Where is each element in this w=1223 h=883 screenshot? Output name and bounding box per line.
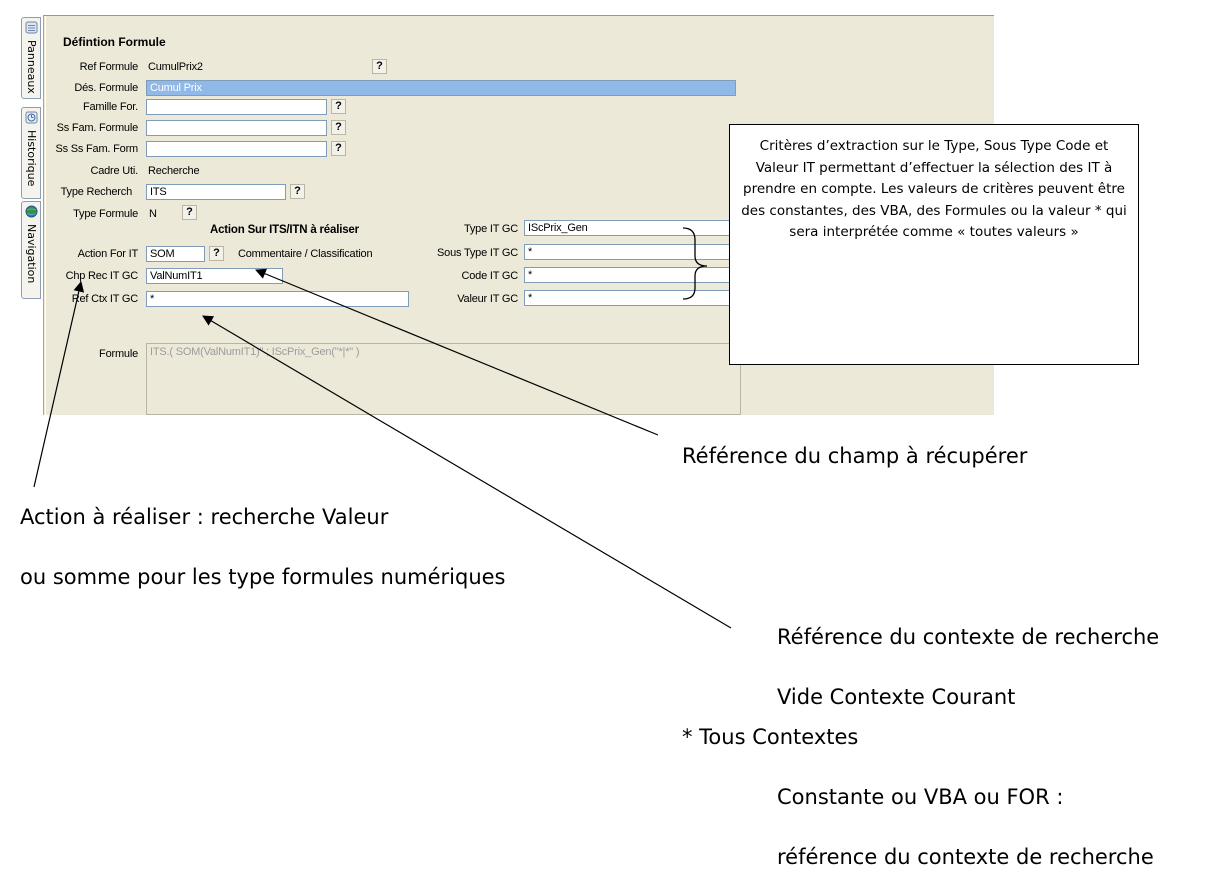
annotation-ctx-line1: Référence du contexte de recherche — [777, 625, 1160, 649]
chp-rec-label: Chp Rec IT GC — [65, 270, 139, 282]
action-for-help-button[interactable]: ? — [209, 246, 224, 261]
annotation-action-line2: ou somme pour les type formules numériqu… — [20, 565, 506, 589]
ss-fam-input[interactable] — [146, 120, 327, 136]
des-formule-label: Dés. Formule — [74, 82, 138, 94]
tab-panneaux[interactable]: Panneaux — [21, 17, 41, 99]
panels-icon — [25, 21, 38, 34]
ss-ss-fam-help-button[interactable]: ? — [331, 141, 346, 156]
globe-icon — [25, 205, 38, 218]
annotation-ctx-line2: Vide Contexte Courant — [777, 685, 1016, 709]
annotation-ctx-line4: Constante ou VBA ou FOR : — [777, 785, 1064, 809]
famille-label: Famille For. — [82, 101, 138, 113]
tab-navigation[interactable]: Navigation — [21, 201, 41, 299]
criteria-brace — [682, 227, 708, 300]
ss-ss-fam-input[interactable] — [146, 141, 327, 157]
cadre-value: Recherche — [148, 165, 200, 177]
chp-rec-input[interactable]: ValNumIT1 — [146, 268, 283, 284]
valeur-it-input[interactable]: * — [524, 290, 749, 306]
history-icon — [25, 111, 38, 124]
annotation-ref-champ: Référence du champ à récupérer — [682, 444, 1028, 468]
type-recherch-input[interactable]: ITS — [146, 184, 286, 200]
type-recherch-help-button[interactable]: ? — [290, 184, 305, 199]
criteria-callout-box: Critères d’extraction sur le Type, Sous … — [729, 124, 1139, 365]
tab-historique[interactable]: Historique — [21, 107, 41, 199]
annotation-ctx-line3: * Tous Contextes — [682, 725, 859, 749]
ss-fam-help-button[interactable]: ? — [331, 120, 346, 135]
tab-historique-label: Historique — [25, 130, 38, 187]
arrow-ref-champ — [255, 268, 659, 436]
ref-formule-help-button[interactable]: ? — [372, 59, 387, 74]
ss-ss-fam-label: Ss Ss Fam. Form — [55, 143, 138, 155]
action-for-label: Action For IT — [77, 248, 139, 260]
type-formule-value: N — [149, 208, 157, 220]
code-it-label: Code IT GC — [461, 270, 519, 282]
side-tab-bar: Panneaux Historique Navigation — [20, 15, 44, 415]
arrow-action — [33, 280, 85, 488]
arrow-ref-ctx — [202, 315, 732, 629]
valeur-it-label: Valeur IT GC — [457, 293, 518, 305]
type-formule-help-button[interactable]: ? — [182, 205, 197, 220]
ref-formule-label: Ref Formule — [79, 61, 139, 73]
form-divider — [45, 16, 46, 415]
action-section-title: Action Sur ITS/ITN à réaliser — [210, 224, 359, 236]
commentaire-label: Commentaire / Classification — [238, 248, 373, 260]
ref-ctx-label: Ref Ctx IT GC — [71, 293, 138, 305]
formule-label: Formule — [99, 348, 138, 360]
form-title: Défintion Formule — [63, 35, 166, 49]
ss-fam-label: Ss Fam. Formule — [56, 122, 139, 134]
window-border — [20, 15, 994, 16]
type-it-label: Type IT GC — [463, 223, 518, 235]
ref-formule-value: CumulPrix2 — [148, 61, 203, 73]
annotation-action-line1: Action à réaliser : recherche Valeur — [20, 505, 389, 529]
tab-panneaux-label: Panneaux — [25, 40, 38, 94]
annotation-ctx-line5: référence du contexte de recherche — [777, 845, 1154, 869]
sous-type-it-label: Sous Type IT GC — [437, 247, 518, 259]
ref-ctx-input[interactable]: * — [146, 291, 409, 307]
famille-input[interactable] — [146, 99, 327, 115]
tab-navigation-label: Navigation — [25, 224, 38, 284]
type-recherch-label: Type Recherch — [60, 186, 133, 198]
famille-help-button[interactable]: ? — [331, 99, 346, 114]
action-for-input[interactable]: SOM — [146, 246, 205, 262]
des-formule-input[interactable]: Cumul Prix — [146, 80, 736, 96]
type-formule-label: Type Formule — [73, 208, 138, 220]
formule-textarea[interactable]: ITS.( SOM(ValNumIT1)" ; IScPrix_Gen("*|*… — [146, 343, 741, 415]
cadre-label: Cadre Uti. — [90, 165, 138, 177]
